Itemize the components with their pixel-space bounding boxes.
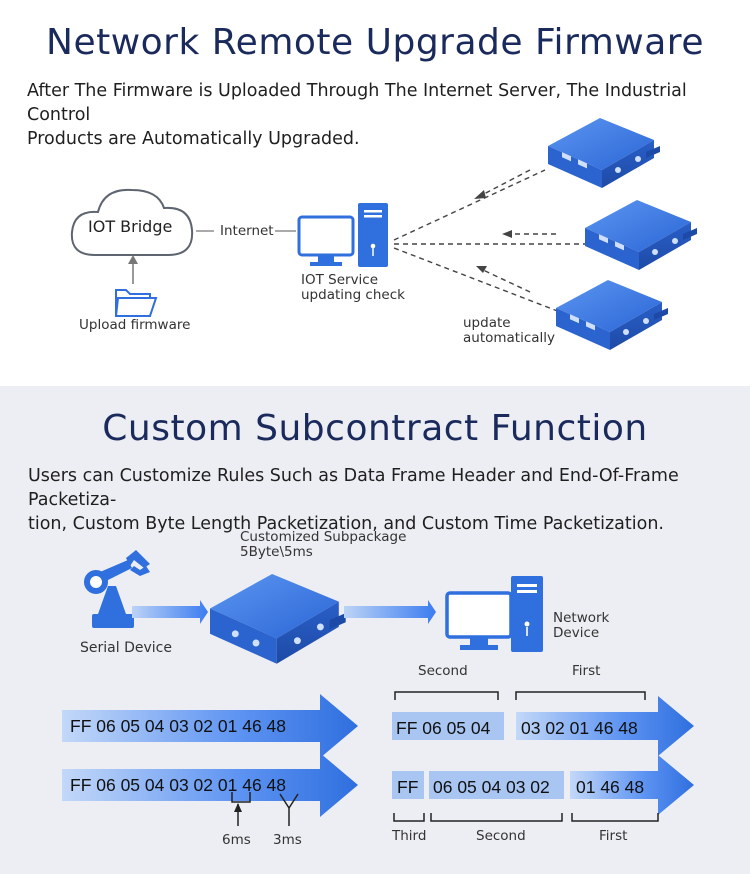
service-label-line1: IOT Service (301, 272, 379, 288)
row1-first-label: First (572, 663, 601, 679)
section2-title: Custom Subcontract Function (102, 408, 648, 449)
row2-second-packet: 06 05 04 03 02 (433, 777, 550, 797)
folder-icon (114, 289, 158, 317)
robot-arm-icon (84, 550, 150, 628)
row1-second-packet: FF 06 05 04 (396, 718, 491, 738)
network-device-label-line2: Device (553, 625, 600, 641)
service-label-line2: updating check (301, 287, 405, 303)
update-label-line1: update (463, 315, 511, 331)
device-icon-center (210, 574, 346, 664)
row2-first-packet: 01 46 48 (576, 777, 645, 797)
row2-second-label: Second (476, 828, 526, 844)
serial-device-label: Serial Device (80, 640, 172, 656)
network-computer-icon (445, 576, 543, 652)
stream-arrow-row1 (62, 694, 358, 758)
network-device-label-line1: Network (553, 610, 610, 626)
firmware-diagram (70, 118, 697, 350)
subpackage-label-line2: 5Byte\5ms (240, 544, 313, 560)
section1-title: Network Remote Upgrade Firmware (46, 22, 704, 63)
row2-byte-stream: FF 06 05 04 03 02 01 46 48 (70, 775, 286, 795)
network-device-label: Network Device (553, 611, 609, 641)
gap-3ms-label: 3ms (273, 832, 302, 848)
subpackage-label: Customized Subpackage 5Byte\5ms (240, 530, 406, 560)
upload-label: Upload firmware (79, 317, 191, 333)
section2-description-line2: tion, Custom Byte Length Packetization, … (28, 514, 664, 534)
subcontract-diagram (62, 550, 694, 826)
row2-third-packet: FF (397, 777, 419, 797)
section1-description: After The Firmware is Uploaded Through T… (27, 79, 727, 151)
section2-description-line1: Users can Customize Rules Such as Data F… (28, 466, 679, 510)
service-label: IOT Service updating check (301, 273, 405, 303)
update-label: update automatically (463, 316, 555, 346)
device-icon-bottom (556, 280, 668, 350)
row2-first-label: First (599, 828, 628, 844)
section2-description: Users can Customize Rules Such as Data F… (28, 464, 728, 536)
subpackage-label-line1: Customized Subpackage (240, 529, 407, 545)
section1-description-line2: Products are Automatically Upgraded. (27, 129, 360, 149)
internet-label: Internet (220, 223, 274, 239)
device-icon-top (548, 118, 660, 188)
cloud-label: IOT Bridge (88, 217, 173, 236)
update-label-line2: automatically (463, 330, 556, 346)
row1-byte-stream: FF 06 05 04 03 02 01 46 48 (70, 716, 286, 736)
gap-6ms-label: 6ms (222, 832, 251, 848)
row1-second-label: Second (418, 663, 468, 679)
computer-icon (297, 203, 388, 267)
row1-first-packet: 03 02 01 46 48 (521, 718, 638, 738)
device-icon-middle (585, 200, 697, 270)
row2-third-label: Third (392, 828, 427, 844)
section1-description-line1: After The Firmware is Uploaded Through T… (27, 81, 687, 125)
cloud-icon (70, 188, 194, 256)
